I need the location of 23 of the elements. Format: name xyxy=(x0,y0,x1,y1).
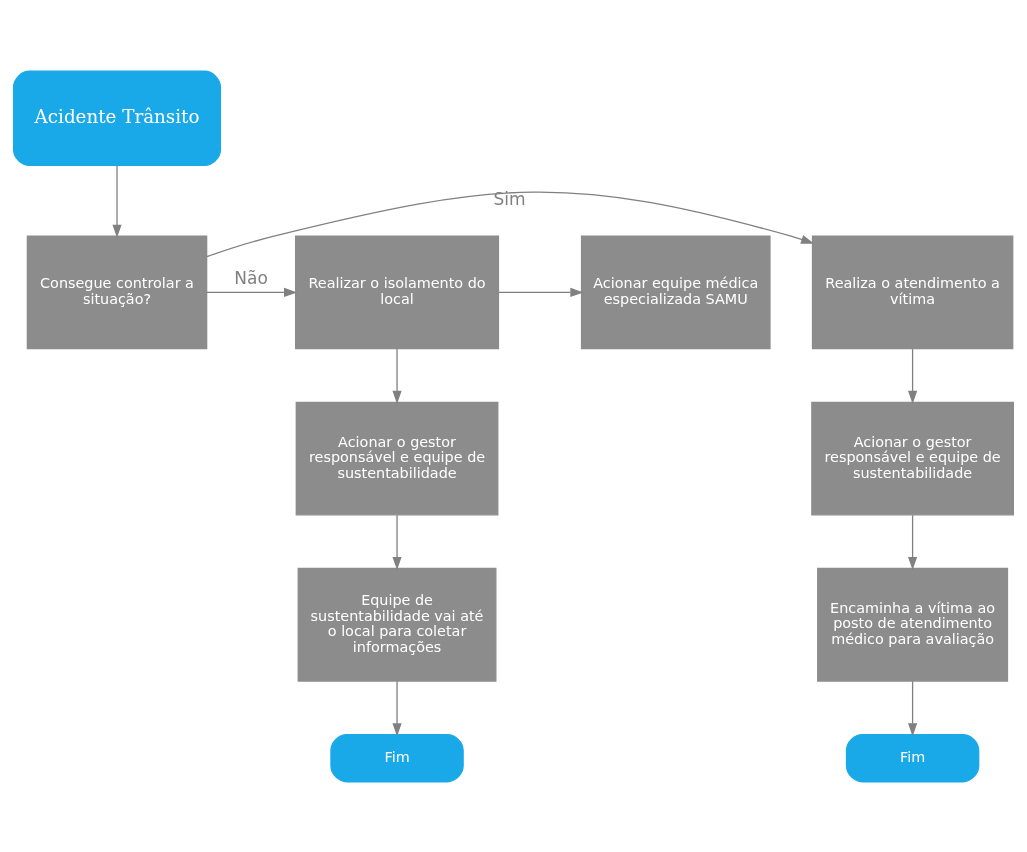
node-box: Consegue controlar a situação? xyxy=(26,234,208,349)
node-box: Fim xyxy=(330,733,464,782)
arrow xyxy=(908,514,918,570)
edge-label: Não xyxy=(234,267,268,288)
node-box: Equipe de sustentabilidade vai até o local para coletar informações xyxy=(297,567,497,682)
arrow xyxy=(112,164,122,238)
node-box: Realiza o atendimento a vítima xyxy=(811,234,1014,349)
edge-label: Sim xyxy=(493,188,526,209)
node-box: Acionar equipe médica especializada SAMU xyxy=(580,234,771,349)
node-box: Acionar o gestor responsável e equipe de sustentabilidade xyxy=(811,401,1014,515)
arrow xyxy=(908,680,918,736)
arrow xyxy=(392,514,402,570)
arrow xyxy=(498,287,584,297)
node-box: Acionar o gestor responsável e equipe de sustentabilidade xyxy=(295,401,499,515)
node-box: Realizar o isolamento do local xyxy=(294,234,500,349)
arrow xyxy=(206,190,815,257)
arrow xyxy=(908,347,918,404)
arrow xyxy=(206,287,298,297)
node-box: Fim xyxy=(845,733,980,782)
arrow xyxy=(392,347,402,404)
arrow xyxy=(392,680,402,736)
node-box: Acidente Trânsito xyxy=(13,70,222,166)
node-box: Encaminha a vítima ao posto de atendimento médico para avaliação xyxy=(817,567,1009,682)
